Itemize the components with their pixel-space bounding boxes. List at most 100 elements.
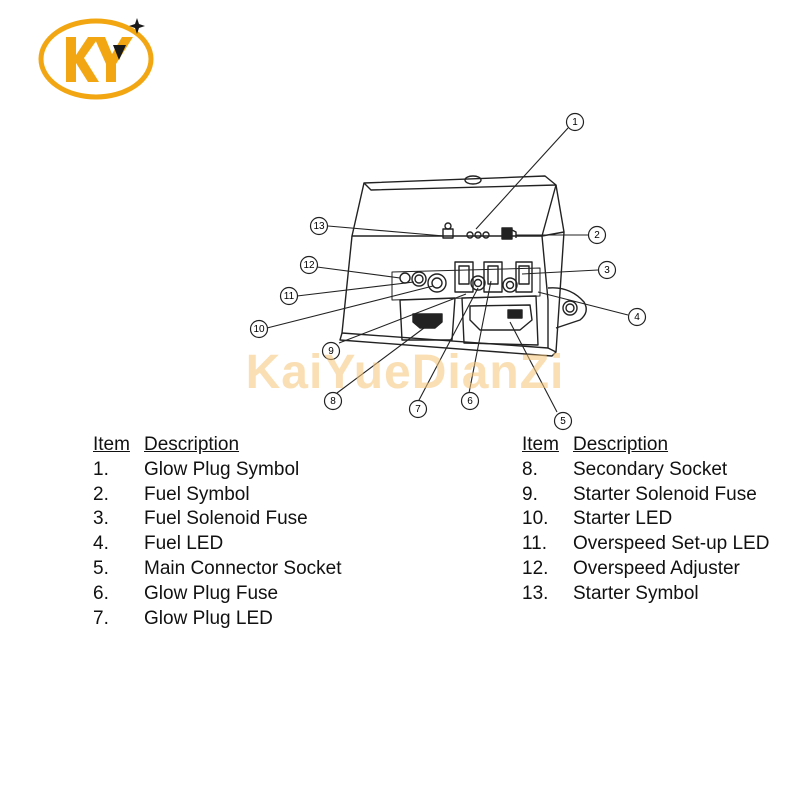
legend-row: 2. Fuel Symbol	[93, 483, 342, 508]
starter-led	[427, 273, 447, 293]
mount-hole-inner	[565, 303, 575, 313]
glowplug-fuse-inner	[487, 265, 499, 285]
starter-fuse-inner	[458, 265, 470, 285]
callout-label: 10	[253, 324, 265, 335]
brand-logo	[36, 12, 160, 104]
callout-circle	[460, 391, 480, 411]
glowplug-led-inner	[473, 278, 483, 288]
leader-4	[537, 291, 629, 316]
glowplug-led	[470, 275, 486, 291]
header-description: Description	[573, 434, 669, 455]
callout-circle	[565, 112, 585, 132]
callout-label: 7	[415, 404, 421, 415]
callout-circle	[309, 216, 329, 236]
watermark: KaiYueDianZi	[245, 346, 565, 399]
callout-circle	[553, 411, 573, 431]
leader-12	[316, 266, 401, 279]
legend-num: 10.	[522, 508, 549, 530]
callout-1: 1	[565, 112, 585, 132]
callout-3: 3	[597, 260, 617, 280]
legend-num: 1.	[93, 458, 109, 480]
callout-circle	[321, 341, 341, 361]
legend-desc: Fuel Symbol	[144, 483, 250, 505]
top-face	[363, 175, 557, 191]
legend-desc: Fuel Solenoid Fuse	[144, 508, 308, 530]
callout-circle	[249, 319, 269, 339]
mount-hole	[562, 300, 578, 316]
callout-label: 3	[604, 265, 610, 276]
fuel-fuse	[515, 261, 533, 293]
legend-row: 13.Starter Symbol	[522, 582, 769, 607]
glow-plug-symbol	[466, 231, 490, 239]
callout-2: 2	[587, 225, 607, 245]
leader-lines	[266, 127, 629, 413]
callout-label: 2	[594, 230, 600, 241]
legend-row: 1. Glow Plug Symbol	[93, 458, 342, 483]
legend-desc: Starter LED	[573, 508, 673, 530]
legend-desc: Glow Plug Symbol	[144, 458, 300, 480]
header-item: Item	[93, 434, 130, 455]
legend-header: Item Description	[93, 433, 342, 458]
legend-desc: Fuel LED	[144, 533, 224, 555]
callout-6: 6	[460, 391, 480, 411]
leader-11	[296, 281, 415, 297]
callout-circle	[299, 255, 319, 275]
leader-7	[417, 287, 479, 403]
leader-8	[336, 321, 433, 394]
starter-symbol	[442, 222, 454, 239]
upper-panel	[351, 182, 557, 237]
leader-9	[338, 293, 467, 344]
legend-header: Item Description	[522, 433, 769, 458]
legend-num: 4.	[93, 533, 109, 555]
main-socket-inner	[469, 304, 533, 331]
header-description: Description	[144, 434, 240, 455]
top-knob	[464, 175, 482, 185]
star-icon	[129, 18, 145, 34]
legend-desc: Secondary Socket	[573, 458, 728, 480]
logo-letter-k	[66, 37, 99, 82]
legend-desc: Starter Solenoid Fuse	[573, 483, 757, 505]
logo-graphic	[38, 18, 154, 100]
leader-6	[468, 280, 492, 394]
overspeed-adjuster	[399, 272, 411, 284]
callout-label: 8	[330, 396, 336, 407]
logo-ring	[38, 18, 154, 100]
leader-5	[509, 321, 558, 413]
callout-label: 9	[328, 346, 334, 357]
starter-led-inner	[431, 277, 443, 289]
callout-circle	[597, 260, 617, 280]
legend-row: 7. Glow Plug LED	[93, 607, 342, 632]
legend-desc: Glow Plug Fuse	[144, 582, 279, 604]
callout-circle	[627, 307, 647, 327]
glowplug-fuse	[483, 261, 503, 293]
secondary-socket-plug	[412, 313, 443, 329]
callout-11: 11	[279, 286, 299, 306]
leader-10	[266, 285, 434, 329]
fuel-led	[502, 277, 518, 293]
legend-row: 11.Overspeed Set-up LED	[522, 532, 769, 557]
callout-label: 13	[313, 221, 325, 232]
legend-desc: Glow Plug LED	[144, 607, 273, 629]
control-strip	[391, 267, 541, 301]
callout-label: 5	[560, 416, 566, 427]
right-side	[547, 184, 565, 353]
callout-circle	[323, 391, 343, 411]
callout-7: 7	[408, 399, 428, 419]
legend-num: 7.	[93, 607, 109, 629]
fuel-symbol	[501, 227, 517, 240]
legend-num: 2.	[93, 483, 109, 505]
legend-row: 9.Starter Solenoid Fuse	[522, 483, 769, 508]
legend-row: 5.Main Connector Socket	[93, 557, 342, 582]
mount-ear	[547, 287, 587, 329]
overspeed-led-inner	[414, 274, 424, 284]
callout-circle	[587, 225, 607, 245]
main-socket	[461, 295, 539, 346]
fuel-fuse-inner	[518, 265, 530, 285]
starter-fuse	[454, 261, 474, 293]
leader-1	[475, 127, 569, 230]
callout-8: 8	[323, 391, 343, 411]
logo-wedge	[113, 45, 126, 60]
callout-5: 5	[553, 411, 573, 431]
leader-3	[521, 269, 599, 275]
legend-desc: Overspeed Set-up LED	[573, 533, 770, 555]
